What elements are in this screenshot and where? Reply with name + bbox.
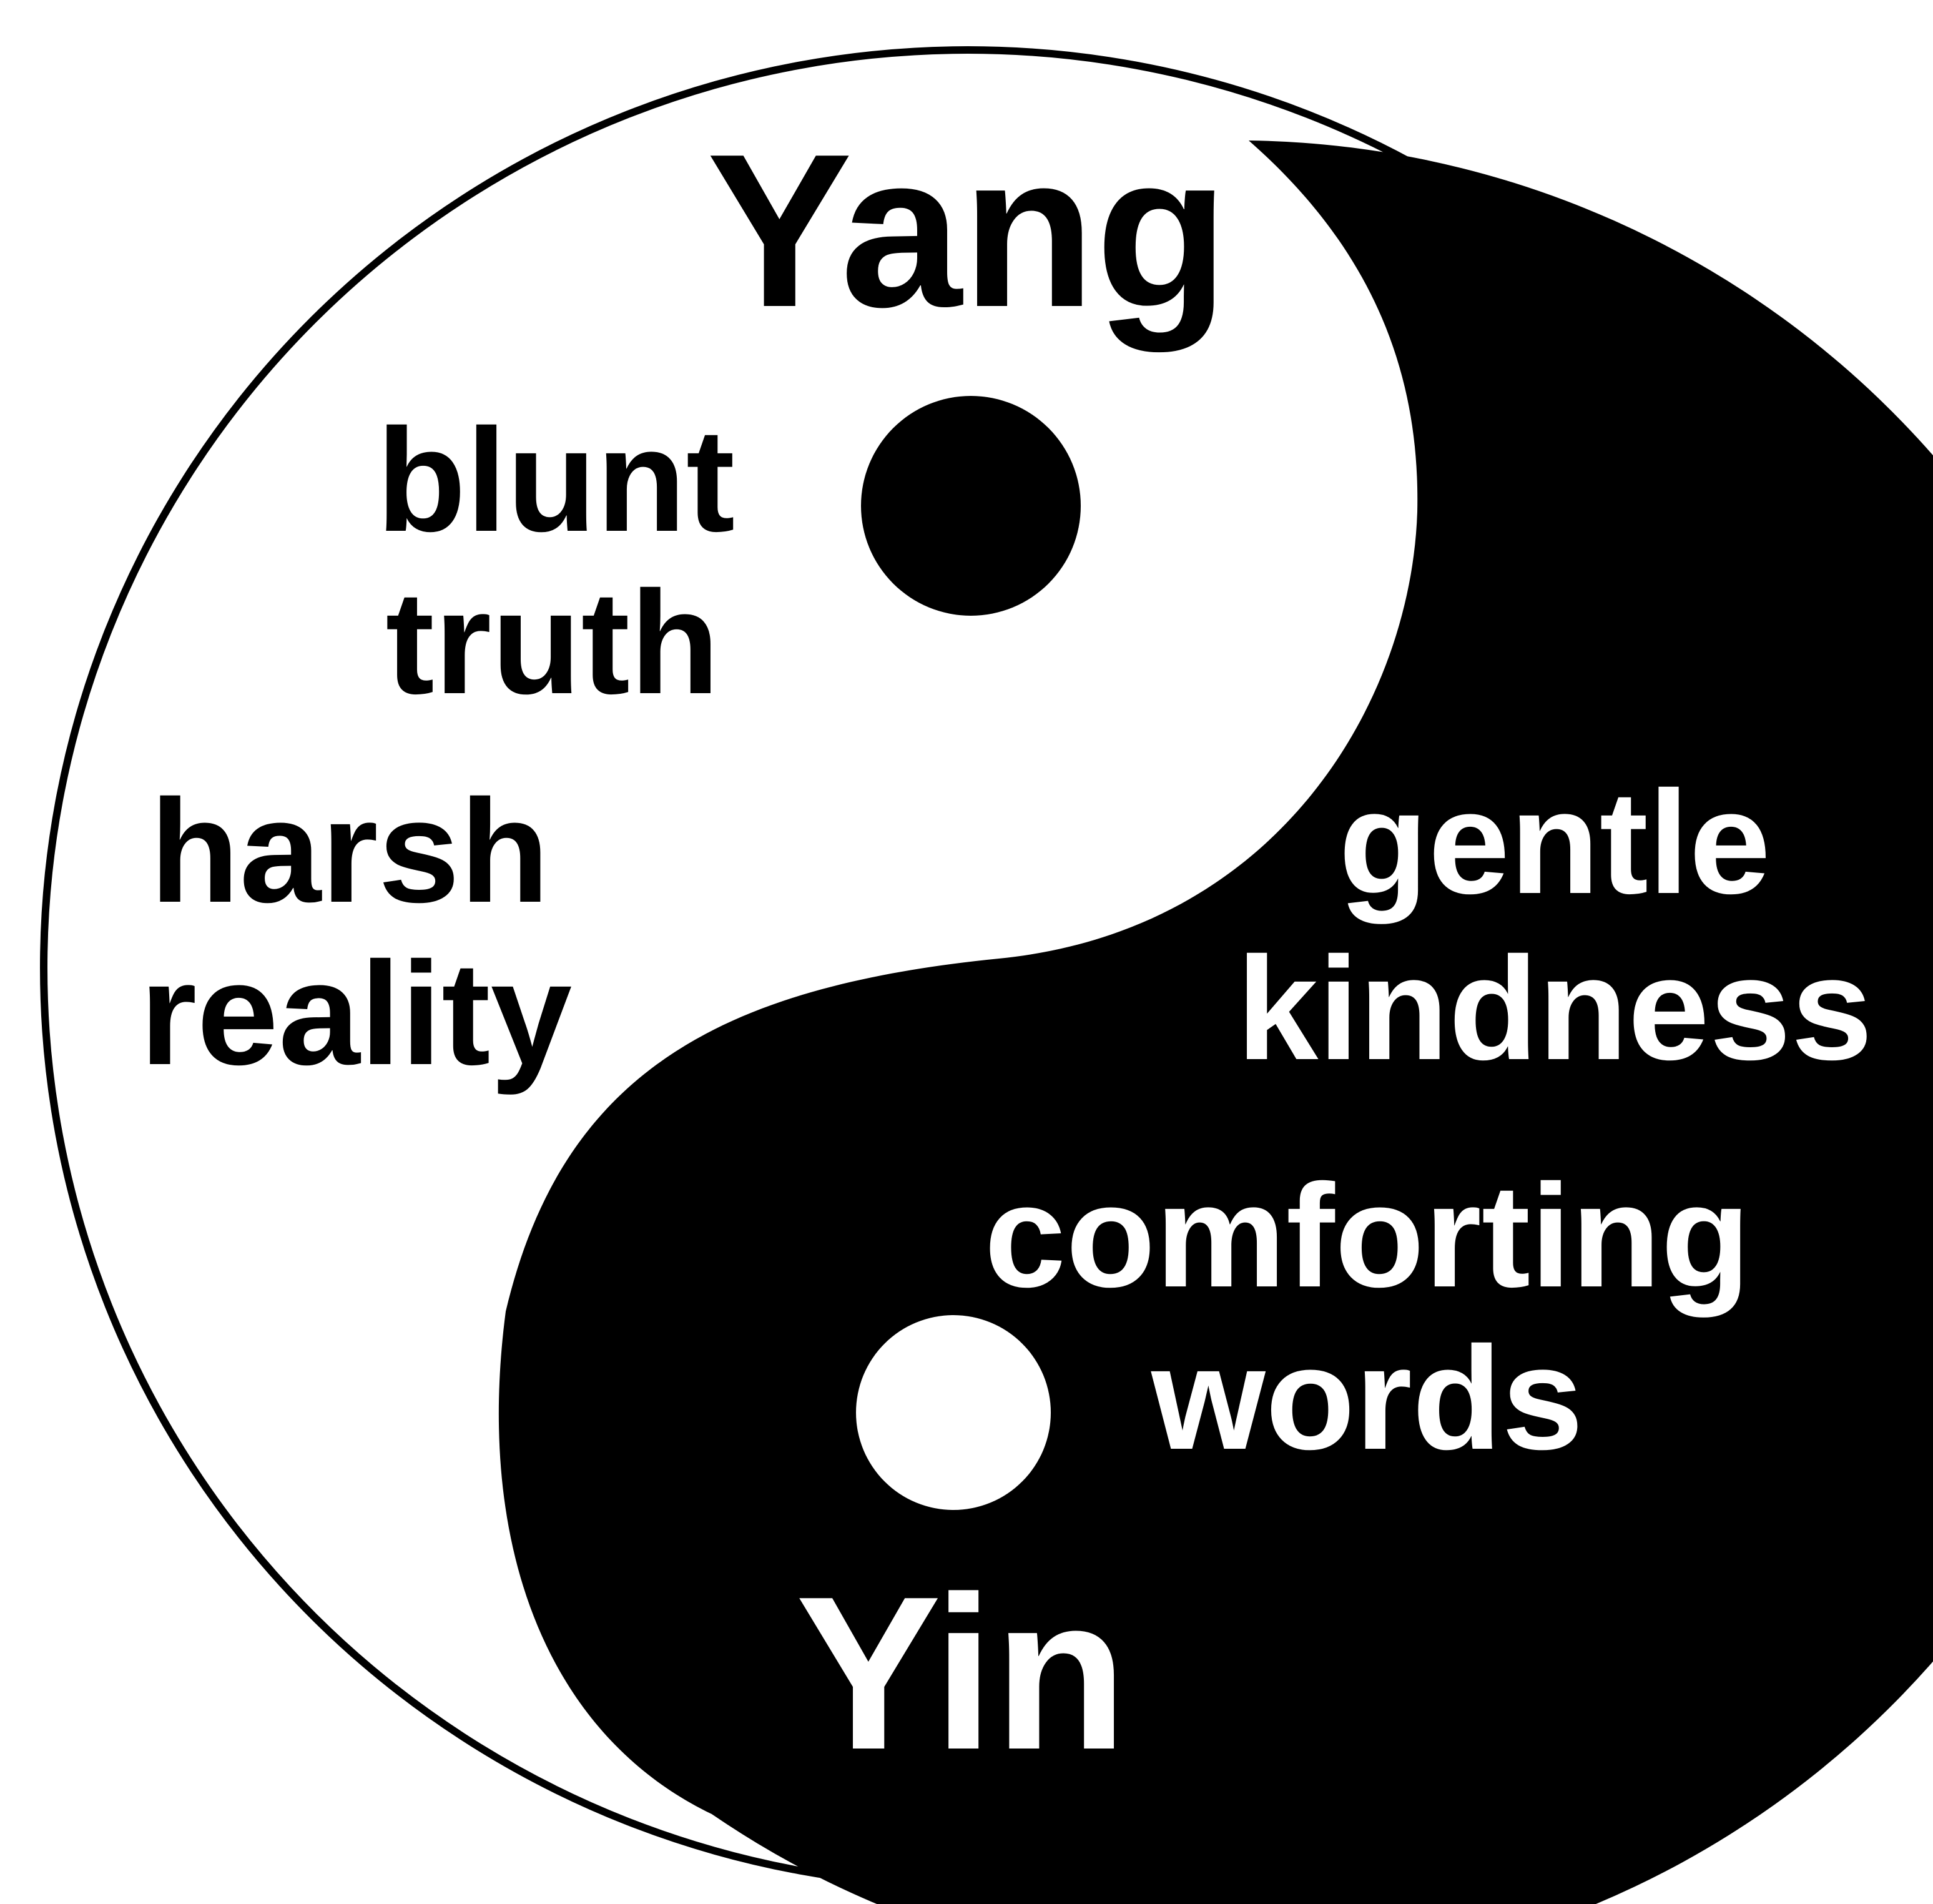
yin-region bbox=[498, 141, 1933, 1904]
trait-harsh: harsh bbox=[150, 769, 549, 933]
trait-gentle: gentle bbox=[1339, 760, 1771, 924]
yin-white-dot bbox=[856, 1315, 1051, 1510]
trait-kindness: kindness bbox=[1237, 926, 1873, 1090]
trait-words: words bbox=[1151, 1316, 1583, 1480]
trait-truth: truth bbox=[385, 560, 719, 724]
trait-blunt: blunt bbox=[376, 398, 735, 562]
trait-comforting: comforting bbox=[984, 1153, 1750, 1318]
yin-title: Yin bbox=[795, 1551, 1128, 1795]
yang-black-dot bbox=[861, 396, 1081, 616]
yang-title: Yang bbox=[707, 109, 1229, 354]
trait-reality: reality bbox=[140, 931, 572, 1095]
